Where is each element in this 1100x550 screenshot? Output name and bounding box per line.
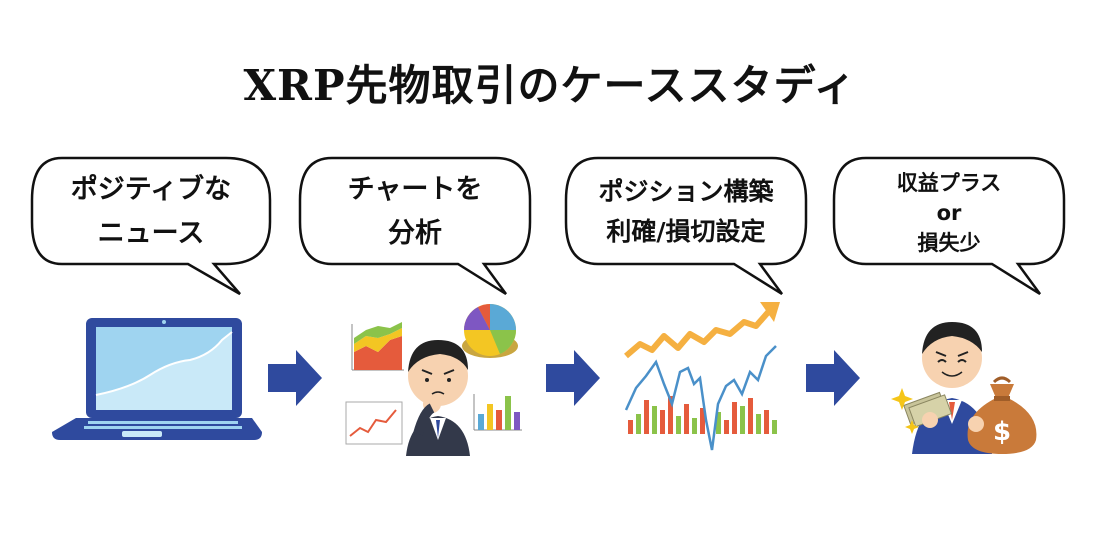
- step-2-line-1: チャートを: [347, 174, 483, 205]
- speech-bubble-2: [298, 156, 532, 296]
- candle-bars: [628, 396, 777, 434]
- flow-arrow-3: [806, 350, 860, 406]
- step-2-line-2: 分析: [388, 218, 442, 249]
- speech-bubble-4: [832, 156, 1066, 296]
- step-3-line-1: ポジション構築: [598, 177, 774, 206]
- step-1-text: ポジティブな ニュース: [32, 168, 270, 256]
- step-1-line-2: ニュース: [97, 218, 205, 249]
- step-4-line-1: 収益プラス: [896, 171, 1002, 195]
- money-bag-man-icon: $: [891, 322, 1037, 454]
- step-4-line-3: 損失少: [917, 231, 981, 255]
- flow-arrow-1: [268, 350, 322, 406]
- step-2-text: チャートを 分析: [300, 168, 530, 256]
- flow-arrow-2: [546, 350, 600, 406]
- step-4-line-2: or: [936, 201, 962, 225]
- step-3-line-2: 利確/損切設定: [606, 217, 766, 246]
- step-3-text: ポジション構築 利確/損切設定: [566, 172, 806, 252]
- rising-chart-icon: [624, 302, 780, 451]
- step-1-line-1: ポジティブな: [70, 174, 232, 205]
- speech-bubble-1: [30, 156, 272, 296]
- step-4-text: 収益プラス or 損失少: [834, 168, 1064, 258]
- laptop-chart-icon: [52, 318, 262, 440]
- svg-text:$: $: [993, 417, 1011, 447]
- thinking-man-charts-icon: [345, 304, 522, 456]
- speech-bubble-3: [564, 156, 808, 296]
- diagram-title: XRP先物取引のケーススタディ: [243, 61, 857, 110]
